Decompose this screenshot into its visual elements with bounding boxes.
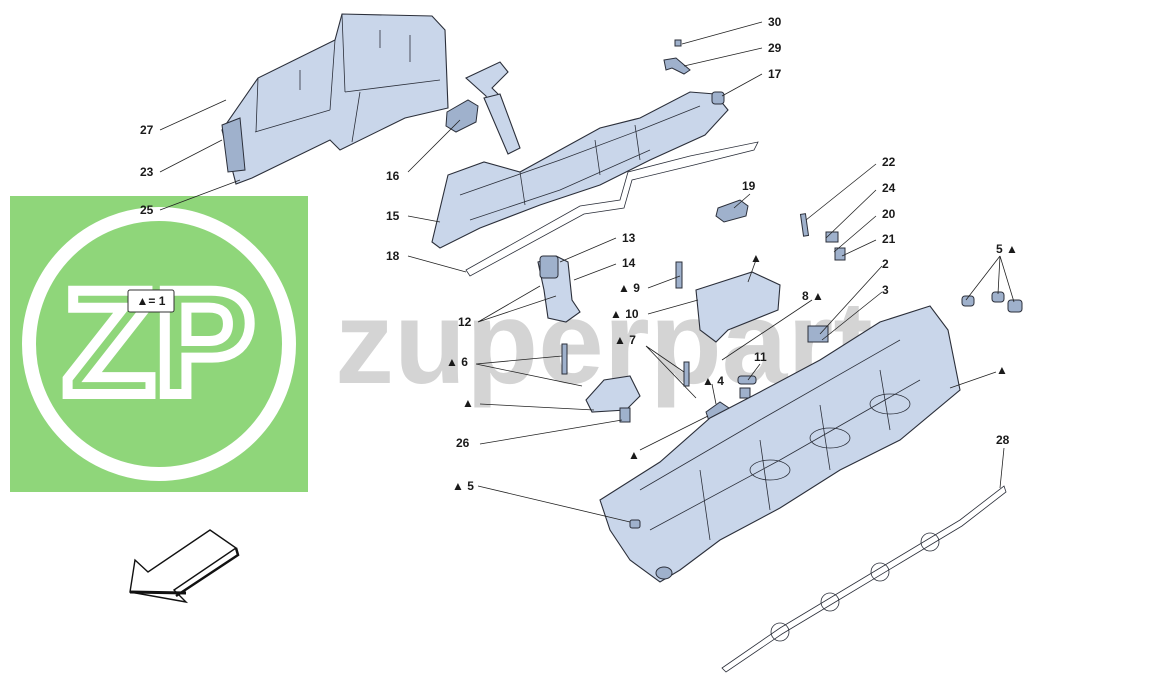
- label-3: 3: [882, 283, 889, 297]
- label-24: 24: [882, 181, 896, 195]
- label-21: 21: [882, 232, 896, 246]
- actuator-housing: [675, 261, 781, 343]
- label-5-left: ▲ 5: [452, 479, 474, 493]
- cylinder-head: [599, 305, 961, 583]
- cap-part: [445, 99, 479, 133]
- label-2: 2: [882, 257, 889, 271]
- label-14: 14: [622, 256, 636, 270]
- label-11: 11: [754, 350, 767, 364]
- label-4: ▲ 4: [702, 374, 724, 388]
- label-16: 16: [386, 169, 400, 183]
- label-17: 17: [768, 67, 782, 81]
- watermark-logo: ZP: [10, 196, 308, 492]
- label-8: 8 ▲: [802, 289, 824, 303]
- label-triangle-mid: ▲: [628, 448, 640, 462]
- label-20: 20: [882, 207, 896, 221]
- label-25: 25: [140, 203, 154, 217]
- label-15: 15: [386, 209, 400, 223]
- cover-gasket: [465, 141, 759, 277]
- small-bolts-right: [799, 213, 846, 343]
- label-30: 30: [768, 15, 782, 29]
- label-5-right: 5 ▲: [996, 242, 1018, 256]
- label-29: 29: [768, 41, 782, 55]
- label-18: 18: [386, 249, 400, 263]
- label-triangle-right: ▲: [996, 363, 1008, 377]
- label-12: 12: [458, 315, 472, 329]
- sensor-parts: [663, 39, 725, 105]
- label-19: 19: [742, 179, 756, 193]
- leader-lines: [159, 21, 1015, 523]
- label-26: 26: [456, 436, 470, 450]
- label-6: ▲ 6: [446, 355, 468, 369]
- label-triangle-upper: ▲: [750, 251, 762, 265]
- label-triangle-left: ▲: [462, 396, 474, 410]
- label-9: ▲ 9: [618, 281, 640, 295]
- label-27: 27: [140, 123, 154, 137]
- label-23: 23: [140, 165, 154, 179]
- label-10: ▲ 10: [610, 307, 639, 321]
- direction-arrow-icon: [129, 529, 240, 604]
- callout-labels: 30 29 17 27 23 16 25 15 19 22 24 20 21 2…: [140, 15, 1018, 493]
- legend-text: ▲= 1: [137, 294, 166, 308]
- label-7: ▲ 7: [614, 333, 636, 347]
- dowel-pins-right: [961, 291, 1023, 313]
- legend: ▲= 1: [127, 289, 175, 313]
- label-28: 28: [996, 433, 1010, 447]
- heat-shield: [221, 13, 449, 185]
- logo-letters: ZP: [63, 258, 255, 426]
- plug-19: [715, 199, 749, 223]
- solenoid-valve: [537, 255, 581, 323]
- head-gasket: [721, 485, 1007, 673]
- label-22: 22: [882, 155, 896, 169]
- label-13: 13: [622, 231, 636, 245]
- ignition-coil: [465, 61, 521, 155]
